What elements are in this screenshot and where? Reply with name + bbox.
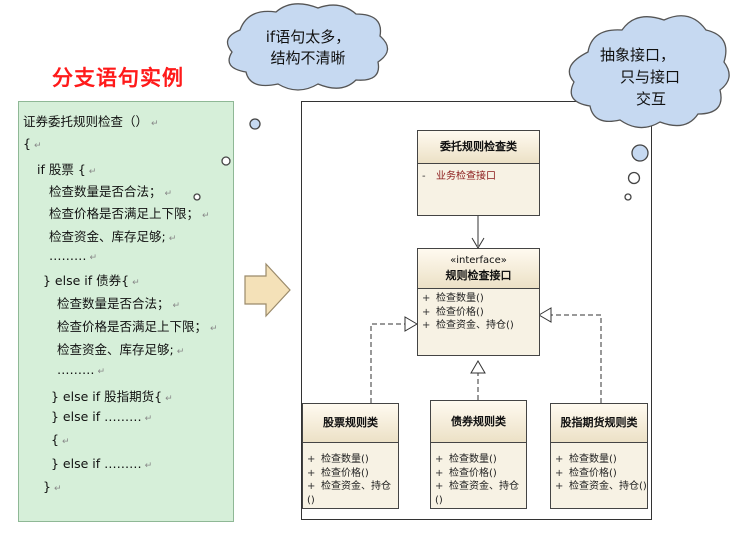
class-stock-op: +检查价格() [307,467,369,479]
class-bond-ops: +检查数量() +检查价格() +检查资金、持仓() [431,443,526,507]
interface-op: +检查资金、持仓() [422,320,514,331]
class-bond-op: +检查价格() [435,467,497,479]
cloud-right-bubbles [624,144,649,201]
cloud-right-shape [568,15,730,129]
class-delegate-checker: 委托规则检查类 -业务检查接口 [417,130,540,216]
cloud-left-text: if语句太多， 结构不清晰 [243,27,373,69]
code-line: {↵ [51,432,70,447]
class-bond-op: +检查资金、持仓() [435,481,519,506]
class-futures-op: +检查价格() [555,467,617,479]
interface-op: +检查价格() [422,306,484,318]
cloud-left-line1: if语句太多， [265,28,351,46]
class-delegate-name: 委托规则检查类 [418,131,539,164]
association-arrow [471,216,485,249]
interface-rule-checker: «interface» 规则检查接口 +检查数量() +检查价格() +检查资金… [417,248,540,356]
class-futures-op: +检查数量() [555,454,617,465]
class-futures-rules: 股指期货规则类 +检查数量() +检查价格() +检查资金、持仓() [550,403,648,509]
realization-bond [470,360,486,400]
interface-name: 规则检查接口 [445,269,512,282]
code-line: 检查资金、库存足够;↵ [57,342,185,357]
cloud-left-shape [226,3,389,91]
interface-ops: +检查数量() +检查价格() +检查资金、持仓() [418,289,539,333]
cloud-right-line3: 交互 [636,90,667,108]
class-stock-op: +检查资金、持仓() [307,481,391,506]
code-line: 检查资金、库存足够;↵ [49,229,177,244]
code-line: } else if ………↵ [51,409,153,424]
code-line: if 股票 {↵ [37,162,97,177]
class-bond-rules: 债券规则类 +检查数量() +检查价格() +检查资金、持仓() [430,400,527,509]
class-bond-name: 债券规则类 [431,401,526,443]
code-line: ………↵ [57,362,106,377]
code-box: 证券委托规则检查（）↵ {↵ if 股票 {↵ 检查数量是否合法；↵ 检查价格是… [18,101,234,522]
class-futures-ops: +检查数量() +检查价格() +检查资金、持仓() [551,443,647,494]
interface-stereotype: «interface» [450,255,507,266]
cloud-right-line1: 抽象接口， [600,46,676,64]
code-line: 检查数量是否合法；↵ [49,184,173,199]
code-line: }↵ [43,479,62,494]
code-line: 检查数量是否合法；↵ [57,296,181,311]
class-stock-name: 股票规则类 [303,404,398,443]
class-futures-op: +检查资金、持仓() [555,481,647,492]
code-line: 证券委托规则检查（）↵ [23,114,159,129]
realization-stock [370,316,418,403]
cloud-right-line2: 只与接口 [620,68,681,86]
code-line: } else if 股指期货{↵ [51,389,173,404]
realization-futures [538,307,602,403]
class-stock-rules: 股票规则类 +检查数量() +检查价格() +检查资金、持仓() [302,403,399,509]
code-line: 检查价格是否满足上下限；↵ [57,319,218,334]
class-futures-name: 股指期货规则类 [551,404,647,443]
code-line: } else if ………↵ [51,456,153,471]
interface-op: +检查数量() [422,293,484,304]
code-line: 检查价格是否满足上下限；↵ [49,206,210,221]
class-bond-op: +检查数量() [435,454,497,465]
code-line: } else if 债券{↵ [43,273,140,288]
transition-arrow [244,262,291,318]
page-title: 分支语句实例 [52,65,184,90]
class-stock-op: +检查数量() [307,454,369,465]
class-stock-ops: +检查数量() +检查价格() +检查资金、持仓() [303,443,398,507]
code-line: ………↵ [49,248,98,263]
interface-header: «interface» 规则检查接口 [418,249,539,289]
code-line: {↵ [23,136,42,151]
class-delegate-attr: 业务检查接口 [436,171,496,182]
cloud-left-bubbles [193,118,261,201]
cloud-right-text: 抽象接口， 只与接口 交互 [586,44,716,110]
class-delegate-attrs: -业务检查接口 [422,171,496,182]
cloud-left-line2: 结构不清晰 [270,49,346,67]
